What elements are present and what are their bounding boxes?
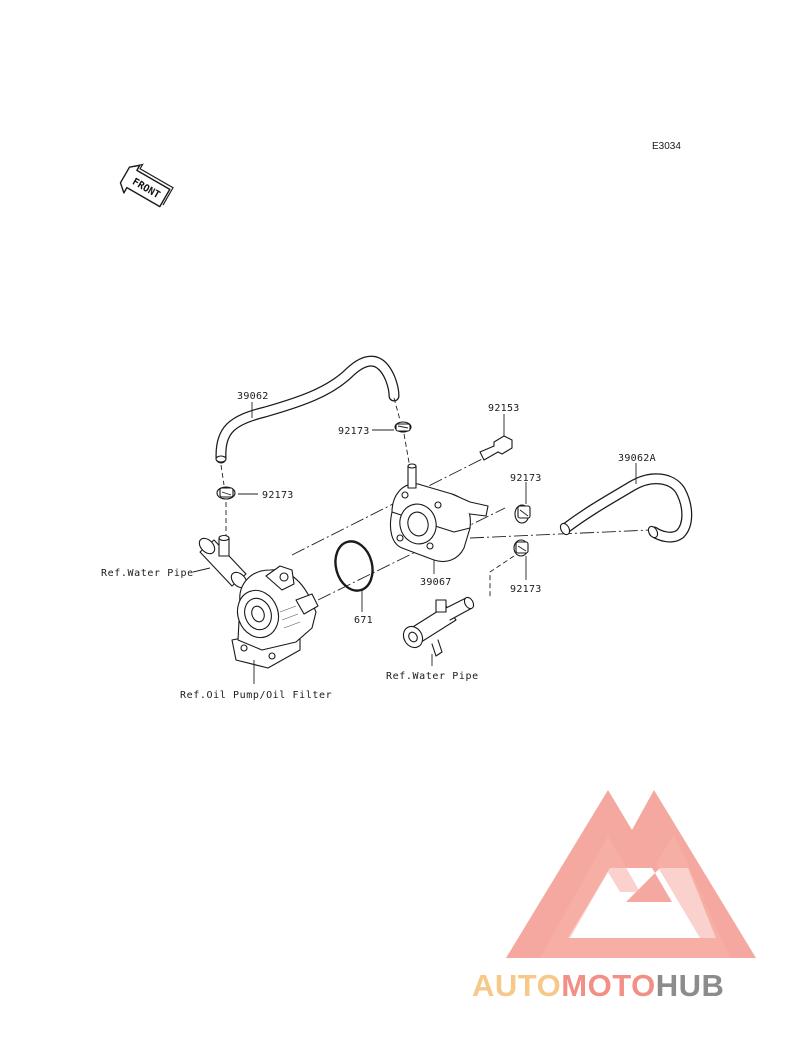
hose-39062A [559, 473, 693, 543]
label-39062: 39062 [237, 391, 269, 402]
label-ref-water-pipe-right: Ref.Water Pipe [386, 671, 479, 682]
clamp-92173-left [216, 486, 236, 500]
label-92173-right-top: 92173 [510, 473, 542, 484]
label-92173-left: 92173 [262, 490, 294, 501]
oring-671 [334, 540, 374, 592]
bolt-92153 [479, 435, 513, 461]
label-39067: 39067 [420, 577, 452, 588]
watermark-moto: MOTO [561, 968, 655, 1003]
hose-39062 [215, 355, 400, 464]
watermark-logo-icon [506, 790, 756, 958]
watermark-auto: AUTO [472, 968, 561, 1003]
label-92173-top: 92173 [338, 426, 370, 437]
front-arrow-icon: FRONT [119, 163, 174, 208]
label-92153: 92153 [488, 403, 520, 414]
clamp-92173-right-top [514, 504, 531, 524]
watermark-text: AUTOMOTOHUB [472, 968, 724, 1003]
label-ref-oil-pump-filter: Ref.Oil Pump/Oil Filter [180, 690, 332, 701]
label-92173-right-bottom: 92173 [510, 584, 542, 595]
clamp-92173-right-bottom [513, 539, 529, 557]
label-39062A: 39062A [618, 453, 656, 464]
watermark-hub: HUB [656, 968, 725, 1003]
diagram-code: E3034 [652, 141, 681, 152]
oil-cooler-39067 [389, 463, 489, 563]
clamp-92173-top [394, 421, 412, 433]
label-ref-water-pipe-left: Ref.Water Pipe [101, 568, 194, 579]
label-671: 671 [354, 615, 373, 626]
oil-pump-filter-housing [231, 565, 319, 669]
water-pipe-left [198, 534, 248, 589]
water-pipe-right [402, 596, 475, 657]
